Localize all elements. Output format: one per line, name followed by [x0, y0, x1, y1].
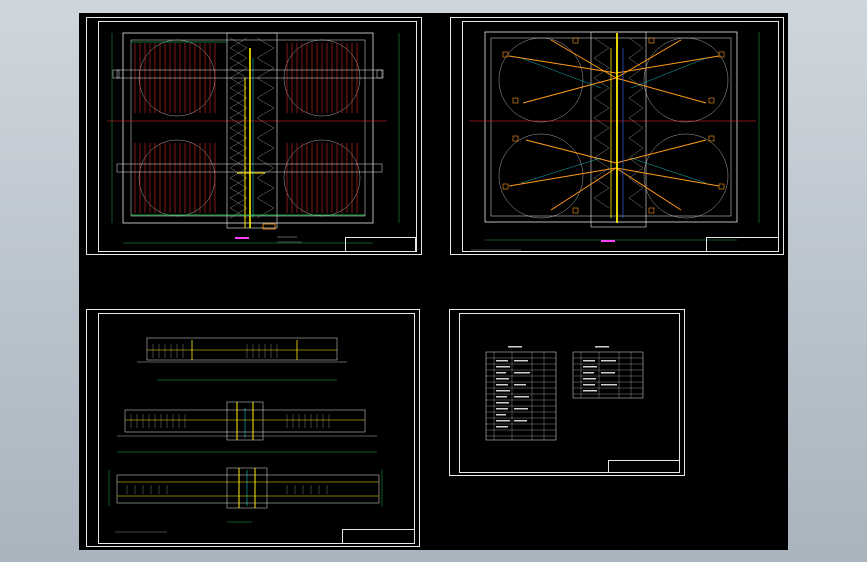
sections-linework	[108, 337, 383, 533]
title-block	[706, 237, 779, 252]
sheet-inner-border	[459, 313, 680, 473]
drawing-sheet-plan-1[interactable]	[86, 17, 422, 255]
drawing-sheet-tables[interactable]	[449, 309, 685, 476]
title-block	[608, 460, 680, 473]
drawing-canvas[interactable]	[79, 13, 788, 550]
title-block	[342, 529, 415, 544]
sheet-inner-border	[98, 21, 417, 252]
plan-2-linework	[469, 31, 760, 251]
plan-1-linework	[107, 32, 400, 244]
title-block	[345, 237, 416, 252]
drawing-sheet-plan-2[interactable]	[450, 17, 784, 255]
drawing-sheet-sections[interactable]	[86, 309, 420, 547]
tables-linework	[485, 346, 644, 441]
sheet-inner-border	[98, 313, 415, 544]
sheet-inner-border	[462, 21, 779, 252]
